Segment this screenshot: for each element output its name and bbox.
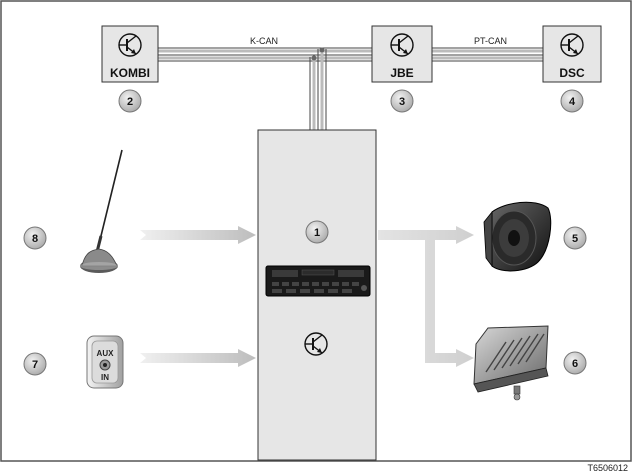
aux-signal-arrow — [140, 349, 256, 367]
svg-text:7: 7 — [32, 359, 38, 371]
kombi-module: KOMBI — [101, 25, 159, 83]
svg-text:5: 5 — [572, 233, 578, 245]
svg-text:6: 6 — [572, 358, 578, 370]
svg-text:8: 8 — [32, 233, 38, 245]
jbe-module: JBE — [371, 25, 433, 83]
transistor-icon — [560, 33, 584, 57]
antenna-signal-arrow — [140, 226, 256, 244]
dsc-label: DSC — [559, 66, 585, 80]
aux-in-socket-image: AUX IN — [86, 335, 124, 389]
in-text: IN — [101, 373, 109, 382]
kombi-label: KOMBI — [110, 66, 150, 80]
transistor-icon — [118, 33, 142, 57]
svg-text:1: 1 — [314, 227, 320, 239]
badge-kombi: 2 — [118, 89, 142, 113]
transistor-icon — [304, 332, 328, 356]
badge-aux-in: 7 — [23, 352, 47, 376]
dsc-module: DSC — [542, 25, 602, 83]
antenna-image — [80, 149, 123, 273]
jbe-label: JBE — [390, 66, 413, 80]
radio-unit-image — [265, 265, 371, 297]
figure-id: T6506012 — [587, 463, 628, 473]
amplifier-image — [473, 325, 549, 401]
badge-jbe: 3 — [390, 89, 414, 113]
pt-can-label: PT-CAN — [474, 36, 507, 46]
badge-amplifier: 6 — [563, 351, 587, 375]
aux-text: AUX — [97, 349, 115, 358]
badge-radio: 1 — [305, 220, 329, 244]
k-can-bus — [158, 47, 372, 62]
svg-text:3: 3 — [399, 96, 405, 108]
badge-antenna: 8 — [23, 226, 47, 250]
bus-drop-to-radio — [309, 47, 327, 130]
svg-text:2: 2 — [127, 96, 133, 108]
output-signal-arrows — [378, 226, 474, 367]
badge-speaker: 5 — [563, 226, 587, 250]
speaker-image — [483, 201, 552, 272]
svg-text:4: 4 — [569, 96, 576, 108]
transistor-icon — [390, 33, 414, 57]
k-can-label: K-CAN — [250, 36, 278, 46]
badge-dsc: 4 — [560, 89, 584, 113]
pt-can-bus — [432, 47, 543, 62]
